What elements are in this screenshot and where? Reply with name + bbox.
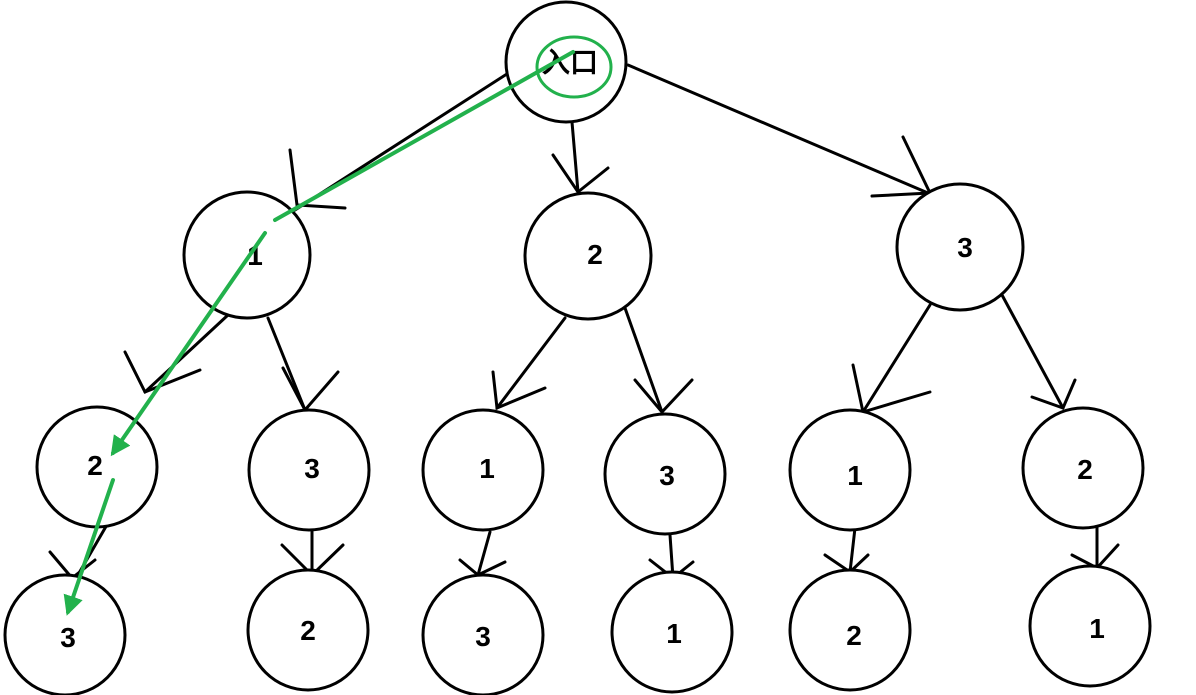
arrowhead-2-to-1 <box>491 370 547 411</box>
level1-node-label: 2 <box>587 239 603 270</box>
edge-root-to-2 <box>570 120 580 194</box>
level3-node: 1 <box>1028 564 1152 688</box>
level1-node-label: 3 <box>957 232 973 263</box>
arrowhead-1-to-2 <box>123 350 202 394</box>
level3-node: 2 <box>788 568 912 692</box>
highlighted-path <box>63 35 613 616</box>
root-node: 入口 <box>504 0 628 124</box>
level1-node: 3 <box>895 182 1025 312</box>
level2-node: 3 <box>247 408 371 532</box>
edge-2-to-3 <box>623 306 664 414</box>
arrowhead-root-to-1 <box>288 148 347 210</box>
level3-node: 2 <box>246 568 370 692</box>
edge-1-to-2 <box>143 313 230 394</box>
level3-node: 3 <box>421 573 545 695</box>
level3-node-label: 1 <box>666 618 682 649</box>
level2-node-label: 3 <box>659 460 675 491</box>
edge-3-to-1 <box>861 303 932 414</box>
level3-node-label: 3 <box>475 621 491 652</box>
level2-node-label: 3 <box>304 453 320 484</box>
edge-2-to-1 <box>495 316 567 410</box>
level2-node-label: 1 <box>479 453 495 484</box>
edge-root-to-3 <box>626 63 930 195</box>
level1-node-label: 1 <box>247 240 263 271</box>
level3-node-label: 2 <box>300 615 316 646</box>
level2-node: 1 <box>788 408 912 532</box>
level3-node-label: 3 <box>60 622 76 653</box>
level2-node: 1 <box>421 408 545 532</box>
path-root-to-1 <box>273 50 575 222</box>
level1-node: 1 <box>182 190 312 320</box>
level2-node-label: 2 <box>87 450 103 481</box>
edge-1-to-3-leaf <box>476 530 492 577</box>
level2-node: 3 <box>603 412 727 536</box>
level1-node: 2 <box>523 191 653 321</box>
level2-node: 2 <box>35 405 159 529</box>
path-1-to-2 <box>110 231 267 457</box>
level3-node-label: 1 <box>1089 613 1105 644</box>
tree-nodes: 入口 1 2 3 2 3 1 3 <box>3 0 1152 695</box>
arrowhead-root-to-3 <box>870 135 933 198</box>
level2-node-label: 2 <box>1077 454 1093 485</box>
arrowhead-2-to-3 <box>633 378 694 415</box>
path-2-to-3 <box>63 478 115 616</box>
arrowhead-3-to-2 <box>1030 378 1077 410</box>
tree-edges <box>48 63 1120 582</box>
level3-node: 3 <box>3 573 127 695</box>
entry-highlight-ring <box>535 35 613 99</box>
arrowhead-root-to-2 <box>551 153 610 195</box>
level3-node-label: 2 <box>846 620 862 651</box>
level2-node: 2 <box>1021 406 1145 530</box>
edge-1-to-3 <box>266 316 307 412</box>
arrowhead-2-to-1-leaf <box>1070 543 1120 570</box>
arrowhead-3-to-1 <box>851 363 932 414</box>
edge-1-to-2-leaf <box>848 526 857 574</box>
level3-node: 1 <box>610 570 734 694</box>
edge-3-to-2 <box>1000 293 1065 410</box>
level2-node-label: 1 <box>847 460 863 491</box>
